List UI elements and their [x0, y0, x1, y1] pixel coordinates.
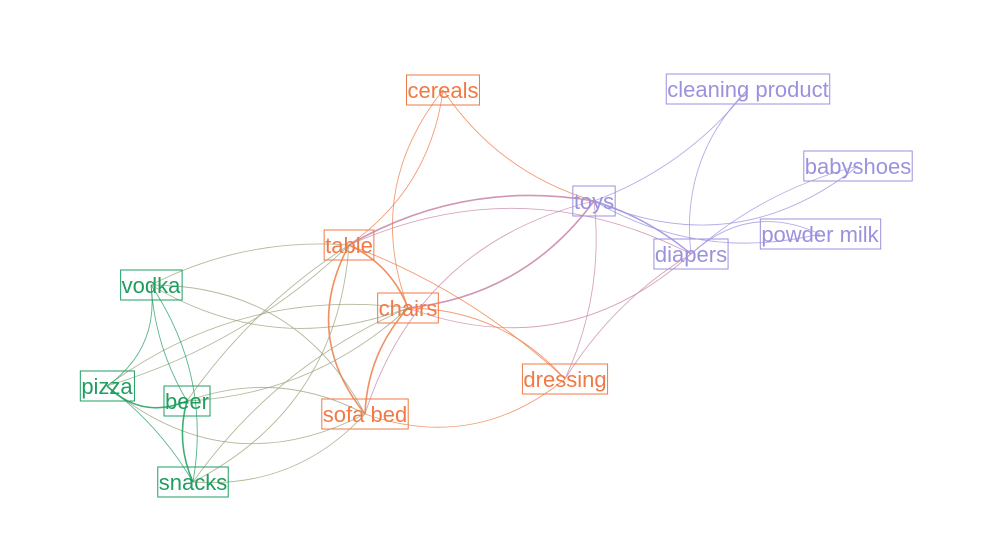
edge-sofabed-dressing [364, 378, 566, 428]
node-box-beer [163, 385, 211, 417]
node-box-dressing [521, 363, 609, 395]
edge-toys-dressing [564, 200, 597, 380]
node-box-powdermilk [759, 218, 882, 250]
edge-toys-sofabed [364, 200, 595, 415]
node-diapers[interactable]: diapers [653, 238, 729, 270]
node-box-diapers [653, 238, 729, 270]
edge-table-sofabed [327, 244, 366, 415]
node-pizza[interactable]: pizza [79, 370, 135, 402]
edge-vodka-snacks [150, 284, 198, 483]
edge-snacks-sofabed [192, 413, 366, 484]
edge-toys-chairs [407, 200, 595, 309]
node-box-snacks [157, 466, 229, 498]
edge-pizza-table [106, 244, 350, 387]
edge-pizza-beer [106, 385, 188, 409]
edge-snacks-chairs [192, 307, 409, 483]
node-label-cereals: cereals [408, 78, 479, 103]
node-label-table: table [325, 233, 373, 258]
edge-cereals-toys [442, 89, 595, 202]
node-toys[interactable]: toys [572, 185, 616, 217]
node-label-snacks: snacks [159, 470, 227, 495]
node-box-vodka [120, 269, 183, 301]
edge-cereals-table [348, 89, 444, 246]
node-box-chairs [377, 292, 439, 324]
node-box-cleaning [665, 73, 831, 105]
node-dressing[interactable]: dressing [521, 363, 609, 395]
node-label-sofabed: sofa bed [323, 402, 407, 427]
edge-chairs-dressing [407, 307, 566, 380]
edge-diapers-dressing [564, 253, 692, 380]
node-label-toys: toys [574, 189, 614, 214]
edge-vodka-table [150, 243, 350, 286]
edge-powdermilk-toys [593, 200, 821, 244]
node-vodka[interactable]: vodka [120, 269, 183, 301]
node-label-cleaning: cleaning product [667, 77, 828, 102]
node-label-pizza: pizza [81, 374, 133, 399]
node-box-babyshoes [803, 150, 913, 182]
edges-layer [106, 88, 859, 484]
edge-diapers-chairs [407, 253, 692, 329]
node-chairs[interactable]: chairs [377, 292, 439, 324]
edge-toys-table [348, 194, 595, 246]
edge-pizza-chairs [106, 303, 409, 387]
edge-cleaning-diapers [688, 88, 749, 255]
node-cleaning[interactable]: cleaning product [665, 73, 831, 105]
edge-toys-diapers [593, 200, 692, 255]
node-label-diapers: diapers [655, 242, 727, 267]
edge-cleaning-toys [593, 88, 749, 202]
edge-beer-sofabed [186, 386, 366, 415]
node-label-beer: beer [165, 389, 209, 414]
node-snacks[interactable]: snacks [157, 466, 229, 498]
node-label-babyshoes: babyshoes [805, 154, 911, 179]
node-box-toys [572, 185, 616, 217]
edge-pizza-snacks [106, 385, 194, 483]
node-label-vodka: vodka [122, 273, 181, 298]
node-label-chairs: chairs [379, 296, 438, 321]
node-cereals[interactable]: cereals [406, 74, 480, 106]
node-beer[interactable]: beer [163, 385, 211, 417]
edge-chairs-sofabed [364, 307, 409, 415]
edge-beer-table [186, 244, 350, 402]
edge-vodka-chairs [150, 284, 409, 329]
edge-beer-snacks [181, 400, 194, 483]
node-label-dressing: dressing [523, 367, 606, 392]
node-box-table [323, 229, 375, 261]
node-table[interactable]: table [323, 229, 375, 261]
node-sofabed[interactable]: sofa bed [321, 398, 409, 430]
edge-vodka-sofabed [150, 284, 366, 415]
node-label-powdermilk: powder milk [761, 222, 879, 247]
nodes-layer: cereals cleaning product babyshoes toys powd… [79, 73, 913, 498]
node-box-pizza [79, 370, 135, 402]
node-babyshoes[interactable]: babyshoes [803, 150, 913, 182]
edge-cereals-chairs [392, 89, 444, 309]
edge-table-chairs [348, 244, 409, 309]
edge-diapers-table [348, 207, 692, 255]
edge-table-dressing [348, 244, 566, 380]
edge-vodka-beer [150, 284, 188, 402]
edge-beer-chairs [186, 307, 409, 402]
edge-snacks-table [192, 244, 350, 483]
node-box-cereals [406, 74, 480, 106]
node-box-sofabed [321, 398, 409, 430]
edge-powdermilk-diapers [690, 221, 821, 255]
node-powdermilk[interactable]: powder milk [759, 218, 882, 250]
